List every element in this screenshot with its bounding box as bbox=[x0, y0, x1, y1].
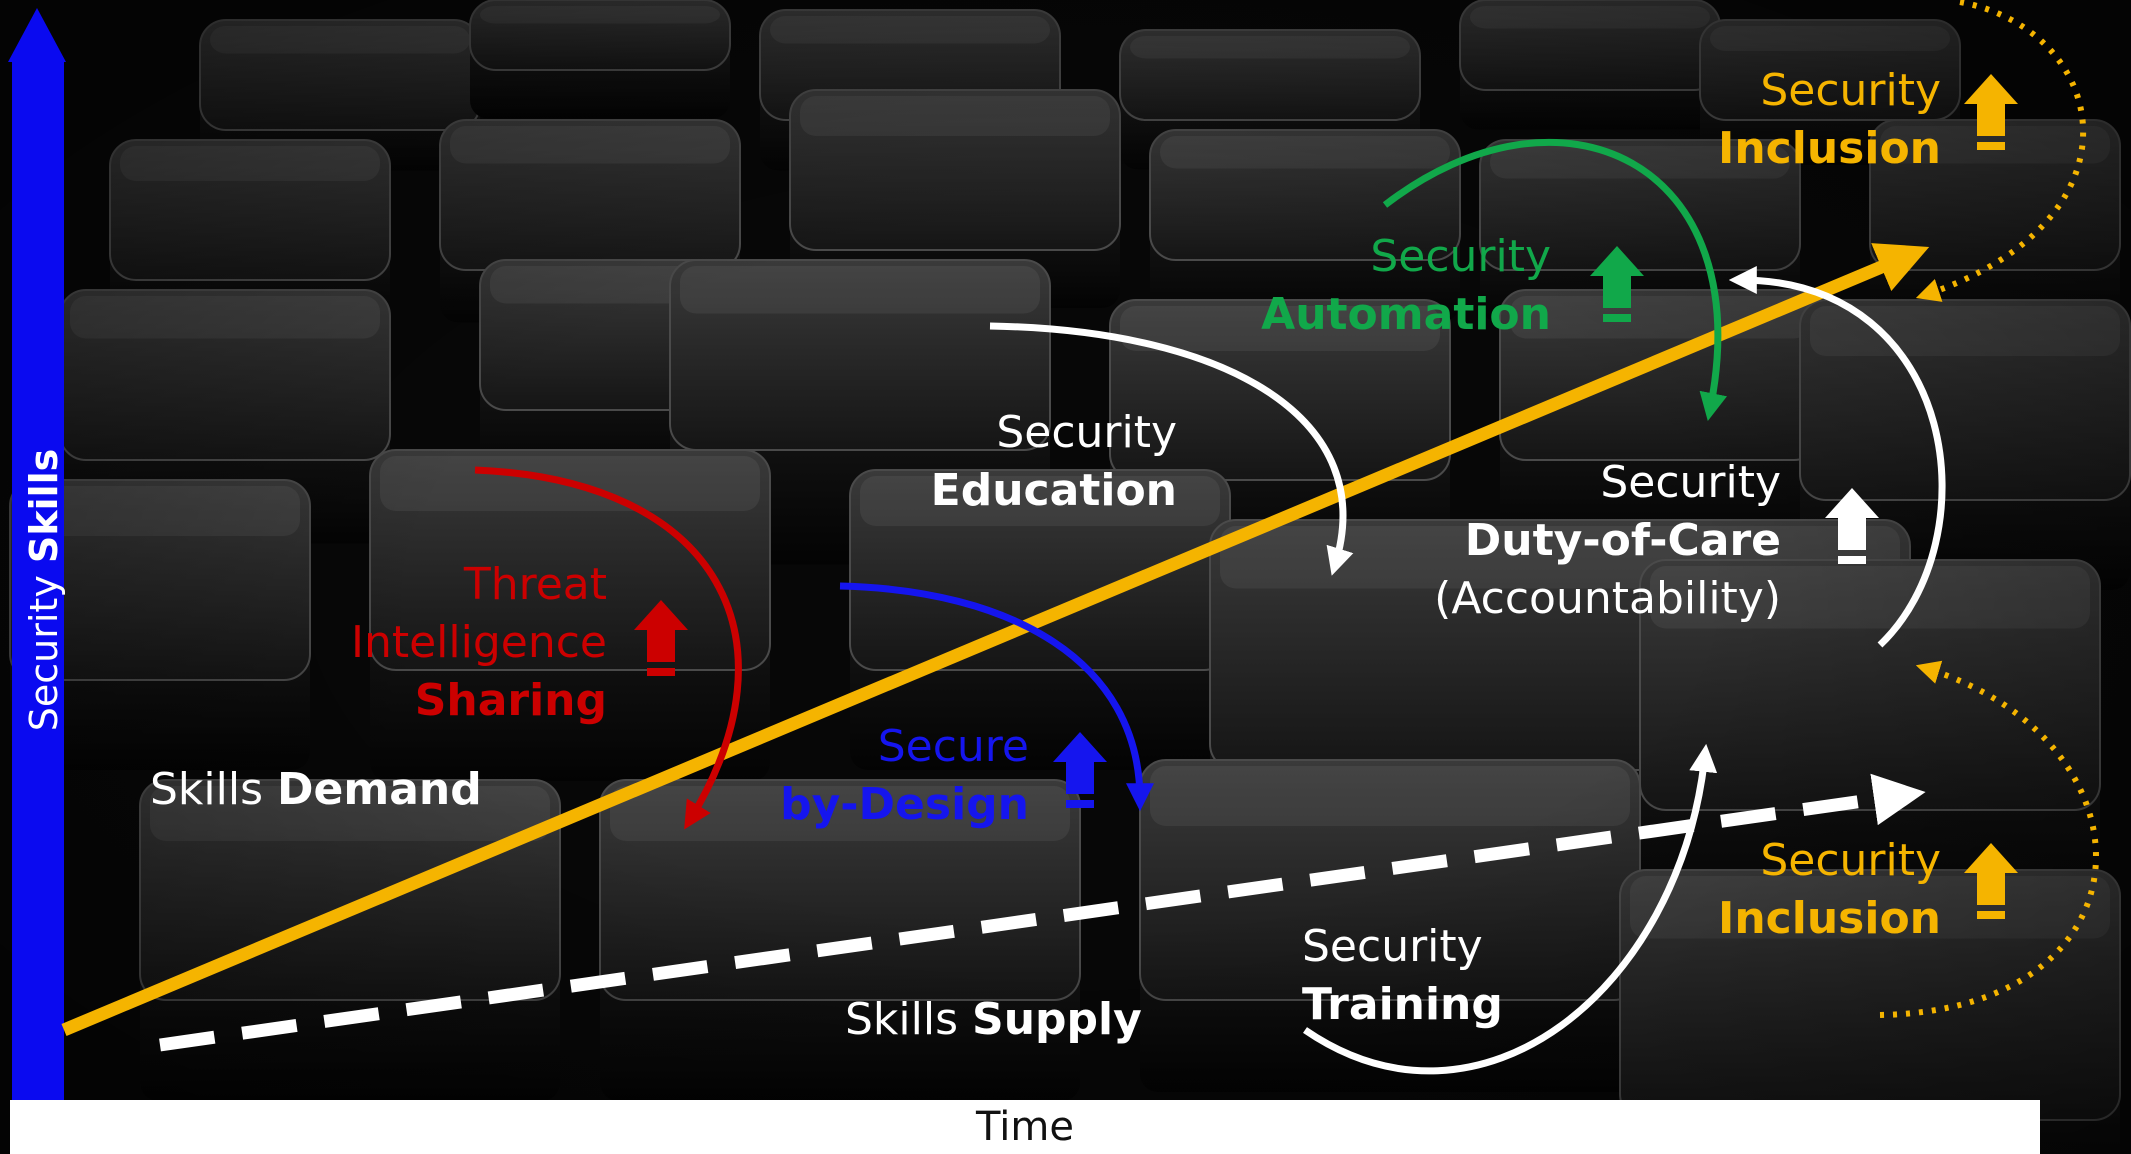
duty-line3: (Accountability) bbox=[1434, 573, 1781, 625]
skills-demand-label: Skills Demand bbox=[150, 768, 482, 812]
inclusion-bottom-arrow bbox=[1879, 660, 2099, 1018]
security-inclusion-bottom-label: Security Inclusion bbox=[1718, 832, 1941, 948]
demand-label-bold: Demand bbox=[277, 764, 482, 815]
duty-up-arrow-icon bbox=[1825, 488, 1879, 564]
training-line1: Security bbox=[1302, 921, 1483, 972]
x-axis-label: Time bbox=[976, 1104, 1074, 1150]
education-line1: Security bbox=[996, 407, 1177, 458]
duty-line2: Duty-of-Care bbox=[1464, 515, 1781, 567]
y-axis-label-light: Security bbox=[22, 563, 66, 732]
skills-supply-label: Skills Supply bbox=[845, 998, 1142, 1042]
inclusion-top-line2: Inclusion bbox=[1717, 123, 1941, 175]
threat-line1: Threat bbox=[463, 559, 607, 610]
automation-line2: Automation bbox=[1261, 289, 1551, 341]
inclusion-top-up-arrow-icon bbox=[1964, 74, 2018, 150]
automation-up-arrow-icon bbox=[1590, 246, 1644, 322]
security-duty-of-care-label: Security Duty-of-Care (Accountability) bbox=[1434, 454, 1781, 628]
training-arrow bbox=[1303, 743, 1718, 1075]
threat-up-arrow-icon bbox=[634, 600, 688, 676]
security-education-label: Security Education bbox=[931, 404, 1177, 520]
threat-line2: Intelligence bbox=[350, 617, 607, 669]
education-line2: Education bbox=[930, 465, 1177, 517]
duty-line1: Security bbox=[1600, 457, 1781, 508]
secure-design-line2: by-Design bbox=[780, 779, 1029, 831]
y-axis-label-bold: Skills bbox=[22, 448, 66, 564]
demand-label-light: Skills bbox=[150, 764, 277, 815]
y-axis-bar bbox=[12, 60, 64, 1100]
inclusion-bottom-up-arrow-icon bbox=[1964, 843, 2018, 919]
secure-design-line1: Secure bbox=[877, 721, 1029, 772]
security-training-label: Security Training bbox=[1302, 918, 1503, 1034]
secure-by-design-label: Secure by-Design bbox=[780, 718, 1029, 834]
y-axis-label: Security Skills bbox=[22, 449, 66, 731]
y-axis-arrowhead bbox=[8, 8, 66, 62]
security-automation-label: Security Automation bbox=[1261, 228, 1551, 344]
duty-of-care-arrow bbox=[1728, 266, 1946, 648]
threat-intelligence-label: Threat Intelligence Sharing bbox=[351, 556, 607, 730]
education-arrow bbox=[989, 322, 1354, 576]
skills-demand-line bbox=[61, 243, 1930, 1036]
supply-label-light: Skills bbox=[845, 994, 972, 1045]
inclusion-top-line1: Security bbox=[1760, 65, 1941, 116]
secure-design-arrow bbox=[839, 582, 1154, 812]
inclusion-bottom-line2: Inclusion bbox=[1717, 893, 1941, 945]
threat-line3: Sharing bbox=[414, 675, 607, 727]
secure-design-up-arrow-icon bbox=[1053, 732, 1107, 808]
skills-supply-line bbox=[159, 773, 1926, 1052]
automation-arrow bbox=[1382, 139, 1728, 421]
supply-label-bold: Supply bbox=[972, 994, 1142, 1045]
automation-line1: Security bbox=[1370, 231, 1551, 282]
x-axis-bar: Time bbox=[10, 1100, 2040, 1154]
inclusion-bottom-line1: Security bbox=[1760, 835, 1941, 886]
security-inclusion-top-label: Security Inclusion bbox=[1718, 62, 1941, 178]
threat-sharing-arrow bbox=[474, 466, 742, 830]
training-line2: Training bbox=[1302, 979, 1503, 1031]
